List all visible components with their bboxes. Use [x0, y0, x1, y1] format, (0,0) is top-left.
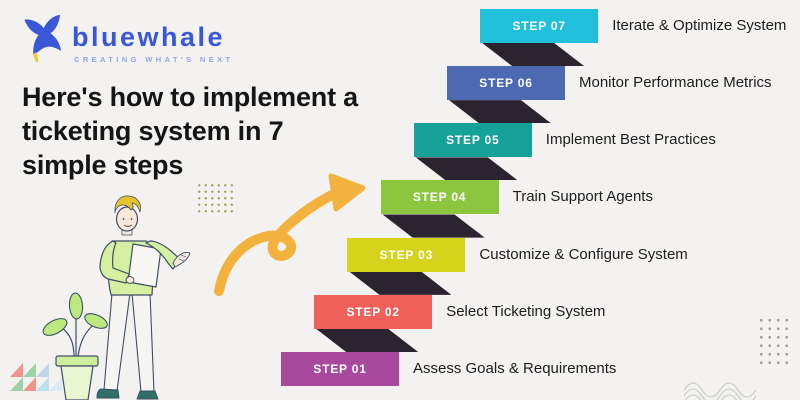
step-bar-02: STEP 02	[314, 294, 433, 329]
wave-pattern	[683, 382, 757, 400]
person-illustration	[96, 195, 191, 400]
page-title: Here's how to implement a ticketing syst…	[22, 80, 358, 182]
step-label: STEP 07	[512, 18, 566, 33]
step-connector	[449, 100, 551, 124]
plant-illustration	[42, 292, 108, 400]
brand-tagline: CREATING WHAT'S NEXT	[74, 55, 234, 64]
step-label: STEP 02	[346, 304, 400, 319]
step-bar-05: STEP 05	[413, 123, 532, 158]
bluewhale-logo: bluewhale CREATING WHAT'S NEXT	[24, 14, 234, 64]
step-bar-01: STEP 01	[281, 352, 399, 386]
step-connector	[382, 214, 485, 238]
step-connector	[482, 42, 585, 67]
step-label: STEP 03	[379, 247, 434, 262]
step-description: Select Ticketing System	[446, 302, 606, 320]
triangle-pattern	[10, 363, 62, 391]
dot-grid-small	[196, 182, 234, 213]
step-label: STEP 05	[446, 133, 500, 148]
step-bar-06: STEP 06	[447, 66, 565, 101]
step-connector	[349, 271, 452, 295]
whale-tail-icon	[24, 14, 62, 62]
title-line-3: simple steps	[22, 150, 184, 180]
step-label: STEP 04	[412, 190, 467, 205]
dot-grid-corner	[757, 316, 790, 366]
step-description: Monitor Performance Metrics	[579, 74, 772, 92]
step-connector	[316, 328, 419, 352]
step-description: Iterate & Optimize System	[612, 16, 787, 34]
step-bar-07: STEP 07	[480, 8, 599, 43]
step-bar-03: STEP 03	[347, 237, 466, 272]
step-description: Customize & Configure System	[479, 245, 688, 263]
arrow-swoosh	[214, 173, 366, 296]
title-line-1: Here's how to implement a	[22, 82, 358, 112]
step-description: Train Support Agents	[512, 188, 653, 206]
brand-name: bluewhale	[72, 22, 226, 52]
step-connector	[415, 157, 518, 181]
step-bar-04: STEP 04	[380, 180, 499, 215]
title-line-2: ticketing system in 7	[22, 116, 284, 146]
step-label: STEP 06	[479, 76, 533, 91]
step-description: Assess Goals & Requirements	[413, 360, 617, 377]
step-label: STEP 01	[313, 362, 367, 376]
step-description: Implement Best Practices	[545, 131, 716, 149]
